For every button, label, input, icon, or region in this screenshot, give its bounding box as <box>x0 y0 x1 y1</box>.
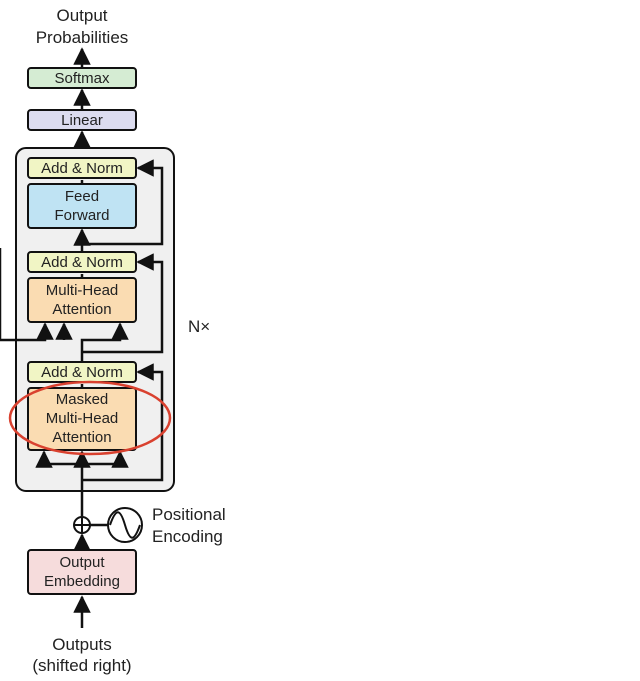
feed-forward-label-line1: Feed <box>65 188 99 205</box>
multi-head-attention-label-line1: Multi-Head <box>46 282 119 299</box>
output-embedding-label-line1: Output <box>59 554 105 571</box>
output-embedding-label-line2: Embedding <box>44 573 120 590</box>
feed-forward-label-line2: Forward <box>54 207 109 224</box>
add-norm-top-block <box>27 157 137 179</box>
softmax-block <box>27 67 137 89</box>
sine-wave-curve <box>109 511 141 539</box>
softmax-label: Softmax <box>54 70 110 87</box>
outputs-label-line2: (shifted right) <box>32 656 131 675</box>
add-norm-mid-block <box>27 251 137 273</box>
add-norm-top-label: Add & Norm <box>41 160 123 177</box>
masked-multi-head-attention-block <box>27 387 137 451</box>
masked-attention-label-line1: Masked <box>56 391 109 408</box>
output-probabilities-label-line1: Output <box>56 6 107 25</box>
multi-head-attention-block <box>27 277 137 323</box>
residual-masked <box>82 363 164 482</box>
linear-block <box>27 109 137 131</box>
masked-attention-label-line2: Multi-Head <box>46 410 119 427</box>
positional-encoding-label-line1: Positional <box>152 505 226 524</box>
arrow-addnorm-to-mha <box>80 322 129 362</box>
encoder-output-connection <box>0 248 54 342</box>
multi-head-attention-label-line2: Attention <box>52 301 111 318</box>
repeat-label: N× <box>188 317 210 336</box>
highlight-ellipse <box>8 380 172 456</box>
output-embedding-block <box>27 549 137 595</box>
residual-mha <box>82 253 164 354</box>
masked-attention-label-line3: Attention <box>52 429 111 446</box>
add-norm-mid-label: Add & Norm <box>41 254 123 271</box>
outputs-label-line1: Outputs <box>52 635 112 654</box>
positional-encoding-label-line2: Encoding <box>152 527 223 546</box>
output-probabilities-label-line2: Probabilities <box>36 28 129 47</box>
linear-label: Linear <box>61 112 103 129</box>
feed-forward-block <box>27 183 137 229</box>
add-norm-low-label: Add & Norm <box>41 364 123 381</box>
residual-ff <box>82 159 164 246</box>
